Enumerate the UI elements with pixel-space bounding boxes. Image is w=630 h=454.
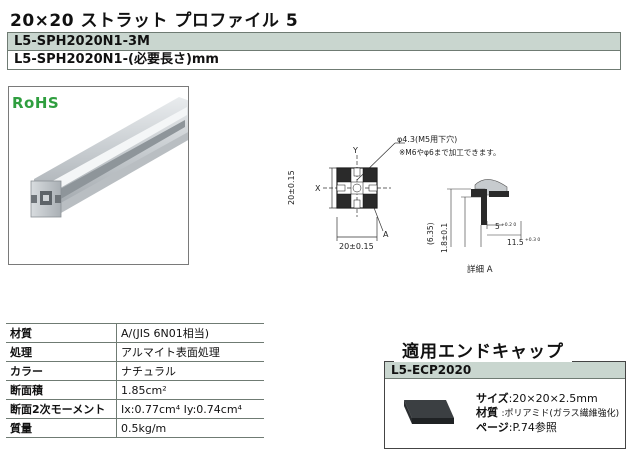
size-label: サイズ — [476, 392, 509, 405]
spec-value: ナチュラル — [116, 361, 264, 381]
part-number-custom: L5-SPH2020N1-(必要長さ)mm — [8, 51, 620, 69]
detail-dimension-2: 1.8±0.1 — [440, 223, 449, 253]
thread-note: ※M6やφ6まで加工できます。 — [399, 147, 501, 157]
rohs-mark: RoHS — [12, 94, 60, 112]
spec-label: カラー — [6, 361, 117, 381]
spec-label: 処理 — [6, 342, 117, 362]
endcap-image — [404, 400, 454, 424]
axis-x-label: X — [315, 184, 321, 193]
table-row: 材質 A/(JIS 6N01相当) — [6, 323, 264, 343]
detail-dimension-1: (6.35) — [426, 222, 435, 245]
cross-section-drawing: φ4.3(M5用下穴) ※M6やφ6まで加工できます。 Y X 20±0.15 … — [287, 134, 540, 275]
endcap-title: 適用エンドキャップ — [394, 337, 572, 362]
width-dimension: 20±0.15 — [339, 242, 374, 251]
spec-label: 断面2次モーメント — [6, 399, 117, 419]
size-value: :20×20×2.5mm — [508, 392, 598, 405]
detail-dimension-3-tolerance: +0.2 0 — [501, 222, 516, 228]
hole-note: φ4.3(M5用下穴) — [397, 134, 457, 144]
spec-value: Ix:0.77cm⁴ Iy:0.74cm⁴ — [116, 399, 264, 419]
spec-label: 材質 — [6, 323, 117, 343]
part-number-standard: L5-SPH2020N1-3M — [8, 33, 620, 51]
endcap-part-number: L5-ECP2020 — [385, 362, 625, 379]
table-row: 断面2次モーメント Ix:0.77cm⁴ Iy:0.74cm⁴ — [6, 399, 264, 419]
spec-value: 1.85cm² — [116, 380, 264, 400]
part-number-box: L5-SPH2020N1-3M L5-SPH2020N1-(必要長さ)mm — [7, 32, 621, 70]
table-row: 質量 0.5kg/m — [6, 418, 264, 438]
detail-dimension-3: 5 — [495, 222, 500, 231]
product-photo — [8, 86, 189, 265]
endcap-info: サイズ:20×20×2.5mm 材質 :ポリアミド(ガラス繊維強化) ページ:P… — [476, 392, 619, 435]
spec-label: 断面積 — [6, 380, 117, 400]
table-row: 処理 アルマイト表面処理 — [6, 342, 264, 362]
detail-dimension-4: 11.5 — [507, 238, 524, 247]
material-value: :ポリアミド(ガラス繊維強化) — [501, 409, 620, 419]
page-value: :P.74参照 — [508, 421, 557, 434]
page-label: ページ — [476, 421, 509, 434]
height-dimension: 20±0.15 — [287, 170, 296, 205]
spec-label: 質量 — [6, 418, 117, 438]
table-row: 断面積 1.85cm² — [6, 380, 264, 400]
detail-label: 詳細 A — [467, 264, 493, 275]
material-label: 材質 — [476, 406, 498, 419]
page-title: 20×20 ストラット プロファイル 5 — [10, 11, 299, 31]
spec-value: アルマイト表面処理 — [116, 342, 264, 362]
section-marker: A — [383, 230, 389, 239]
table-row: カラー ナチュラル — [6, 361, 264, 381]
detail-dimension-4-tolerance: +0.3 0 — [525, 237, 540, 243]
spec-value: 0.5kg/m — [116, 418, 264, 438]
spec-table: 材質 A/(JIS 6N01相当) 処理 アルマイト表面処理 カラー ナチュラル… — [6, 323, 264, 438]
axis-y-label: Y — [352, 146, 358, 155]
spec-value: A/(JIS 6N01相当) — [116, 323, 264, 343]
